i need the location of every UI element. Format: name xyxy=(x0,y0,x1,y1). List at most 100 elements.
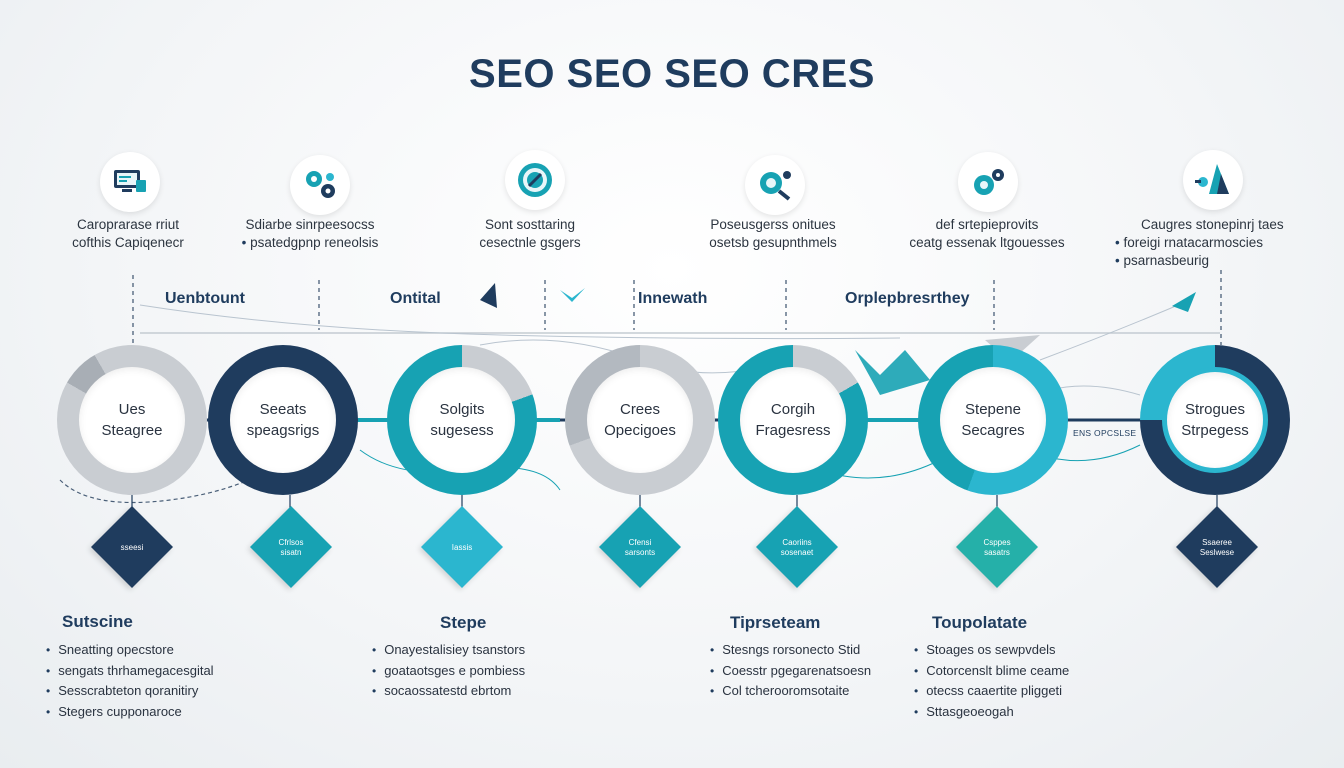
top-text-2: Sdiarbe sinrpeesocss psatedgpnp reneolsi… xyxy=(215,216,405,252)
diamond-label: Cfensi sarsonts xyxy=(600,538,680,558)
diamond-text: Caoriins xyxy=(782,538,812,547)
gears-icon xyxy=(290,155,350,215)
list-item: Stegers cupponaroce xyxy=(46,702,214,723)
diamond-text: Iassis xyxy=(451,543,473,552)
stage-ring-1: Ues Steagree xyxy=(57,345,207,495)
diamond-label: Iassis xyxy=(422,543,502,553)
diamond-label: Cfrlsos sisatn xyxy=(251,538,331,558)
stage-ring-label: Solgits sugesess xyxy=(409,367,515,473)
bottom-list-3: Stesngs rorsonecto Stid Coesstr pgegaren… xyxy=(710,640,871,702)
top-text-line: psarnasbeurig xyxy=(1115,252,1315,270)
list-item: Sesscrabteton qoranitiry xyxy=(46,681,214,702)
top-text-4: Poseusgerss onitues osetsb gesupnthmels xyxy=(678,216,868,252)
diamond-text: Seslwese xyxy=(1199,548,1235,557)
diamond-text: sarsonts xyxy=(624,548,656,557)
stage-ring-6: Stepene Secagres xyxy=(918,345,1068,495)
diamond-text: Ssaeree xyxy=(1202,538,1232,547)
top-text-line: ceatg essenak ltgouesses xyxy=(909,235,1065,250)
stage-ring-text: Stepene xyxy=(965,401,1021,418)
list-item: Col tcherooromsotaite xyxy=(710,681,871,702)
bottom-heading-1: Sutscine xyxy=(62,612,133,631)
target-icon xyxy=(505,150,565,210)
stage-ring-text: Ues xyxy=(118,401,146,418)
top-text-line: foreigi rnatacarmoscies xyxy=(1115,234,1315,252)
monitor-icon xyxy=(100,152,160,212)
diamond-text: Cfrlsos xyxy=(278,538,304,547)
arrow-marker-1 xyxy=(480,283,497,308)
list-item: Stesngs rorsonecto Stid xyxy=(710,640,871,661)
top-text-line: osetsb gesupnthmels xyxy=(709,235,837,250)
bottom-list-1: Sneatting opecstore sengats thrhamegaces… xyxy=(46,640,214,723)
magnifier-icon xyxy=(745,155,805,215)
stage-ring-text: Corgih xyxy=(770,401,816,418)
bottom-heading-4: Toupolatate xyxy=(932,613,1028,632)
diamond-text: sseesi xyxy=(120,543,144,552)
diamond-text: sosenaet xyxy=(780,548,814,557)
top-text-line: Caugres stonepinrj taes xyxy=(1141,217,1284,232)
top-text-1: Caroprarase rriut cofthis Capiqenecr xyxy=(33,216,223,252)
stage-ring-text: Steagree xyxy=(101,422,163,439)
section-label-4: Orplepbresrthey xyxy=(845,290,970,307)
section-dividers xyxy=(132,270,1222,345)
diamond-text: sasatrs xyxy=(984,548,1010,557)
top-text-line: Sdiarbe sinrpeesocss xyxy=(245,217,375,232)
top-text-line: cesectnle gsgers xyxy=(479,235,581,250)
diamond-label: Caoriins sosenaet xyxy=(757,538,837,558)
diamond-stems xyxy=(131,495,1218,508)
ring-tiny-label: ENS OPCSLSE xyxy=(1073,428,1137,438)
list-item: Sneatting opecstore xyxy=(46,640,214,661)
stage-ring-text: Fragesress xyxy=(755,422,831,439)
arrow-marker-3 xyxy=(1172,292,1196,312)
diamond-text: Csppes xyxy=(983,538,1011,547)
stage-ring-text: Secagres xyxy=(961,422,1025,439)
top-text-5: def srtepieprovits ceatg essenak ltgoues… xyxy=(892,216,1082,252)
list-item: sengats thrhamegacesgital xyxy=(46,661,213,682)
stage-ring-text: sugesess xyxy=(430,422,494,439)
section-label-3: Innewath xyxy=(638,290,708,307)
arrow-marker-2 xyxy=(560,288,585,302)
diamond-text: Cfensi xyxy=(628,538,652,547)
stage-ring-label: Corgih Fragesress xyxy=(740,367,846,473)
list-item: Onayestalisiey tsanstors xyxy=(372,640,525,661)
stage-ring-text: Opecigoes xyxy=(604,422,676,439)
section-label-2: Ontital xyxy=(390,290,441,307)
bottom-heading-3: Tiprseteam xyxy=(730,613,821,632)
arrow-marker-4 xyxy=(855,350,930,395)
stage-ring-text: Seeats xyxy=(259,401,307,418)
diamond-label: sseesi xyxy=(92,543,172,553)
bottom-heading-2: Stepe xyxy=(440,613,487,632)
list-item: goataotsges e pombiess xyxy=(372,661,525,682)
diamond-text: sisatn xyxy=(280,548,302,557)
top-text-line: psatedgpnp reneolsis xyxy=(215,234,405,252)
top-text-6: Caugres stonepinrj taes foreigi rnatacar… xyxy=(1115,216,1315,270)
top-text-line: Caroprarase rriut xyxy=(76,217,180,232)
stage-ring-label: Strogues Strpegess xyxy=(1162,367,1268,473)
list-item: socaossatestd ebrtom xyxy=(372,681,525,702)
top-text-line: cofthis Capiqenecr xyxy=(72,235,184,250)
stage-ring-text: Strogues xyxy=(1184,401,1246,418)
section-label-1: Uenbtount xyxy=(165,290,245,307)
stage-ring-5: Corgih Fragesress xyxy=(718,345,868,495)
stage-ring-label: Crees Opecigoes xyxy=(587,367,693,473)
list-item: Stoages os sewpvdels xyxy=(914,640,1069,661)
list-item: Coesstr pgegarenatsoesn xyxy=(710,661,871,682)
stage-ring-text: speagsrigs xyxy=(246,422,320,439)
stage-ring-text: Crees xyxy=(619,401,660,418)
bottom-list-2: Onayestalisiey tsanstors goataotsges e p… xyxy=(372,640,525,702)
stage-ring-text: Strpegess xyxy=(1181,422,1249,439)
top-text-line: Poseusgerss onitues xyxy=(710,217,836,232)
top-text-3: Sont sosttaring cesectnle gsgers xyxy=(435,216,625,252)
list-item: Cotorcenslt blime ceame xyxy=(914,661,1069,682)
stage-ring-label: Seeats speagsrigs xyxy=(230,367,336,473)
stage-ring-label: Ues Steagree xyxy=(79,367,185,473)
diagram-title: SEO SEO SEO CRES xyxy=(469,52,875,96)
bottom-list-4: Stoages os sewpvdels Cotorcenslt blime c… xyxy=(914,640,1069,722)
list-item: Sttasgeoeogah xyxy=(914,702,1069,723)
stage-ring-4: Crees Opecigoes xyxy=(565,345,715,495)
top-text-line: Sont sosttaring xyxy=(484,217,576,232)
list-item: otecss caaertite pliggeti xyxy=(914,681,1069,702)
stage-ring-text: Solgits xyxy=(439,401,485,418)
analytics-icon xyxy=(958,152,1018,212)
stage-ring-3: Solgits sugesess xyxy=(387,345,537,495)
